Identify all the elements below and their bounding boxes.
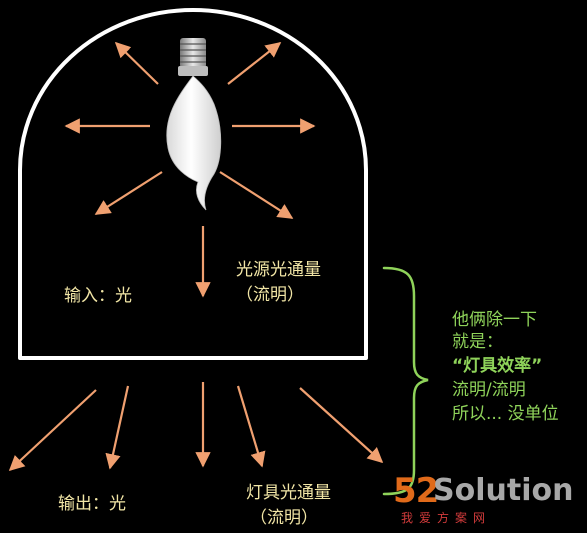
fixture-flux-label: 灯具光通量 [246, 483, 331, 503]
watermark-subtitle: 我爱方案网 [401, 511, 492, 525]
output-label: 输出：光 [58, 494, 126, 514]
output-arrow-center-left [105, 385, 130, 470]
output-arrow-right [299, 387, 384, 464]
note-line-5: 所以... 没单位 [452, 404, 559, 424]
note-line-1: 他俩除一下 [452, 310, 537, 330]
note-line-4: 流明/流明 [452, 380, 526, 400]
input-label: 输入：光 [64, 286, 132, 306]
ray-arrow-up-right [227, 42, 282, 85]
ray-arrow-down-right [219, 171, 294, 219]
output-arrow-center-right [236, 385, 266, 468]
source-flux-label: 光源光通量 [236, 260, 321, 280]
watermark-number: 52 [393, 471, 439, 511]
bracket-brace [382, 266, 429, 496]
note-line-3: “灯具效率” [452, 356, 543, 376]
source-flux-unit: （流明） [236, 285, 304, 305]
ray-arrow-up-left [114, 41, 159, 85]
watermark-logo: 52 Solution 我爱方案网 [393, 470, 585, 530]
output-arrow-left [8, 389, 97, 472]
ray-arrow-down-left [94, 171, 163, 215]
lamp-enclosure [18, 8, 368, 360]
note-line-2: 就是： [452, 332, 503, 352]
fixture-flux-unit: （流明） [250, 508, 318, 528]
candle-bulb-icon [166, 38, 222, 211]
watermark-word: Solution [433, 473, 574, 508]
